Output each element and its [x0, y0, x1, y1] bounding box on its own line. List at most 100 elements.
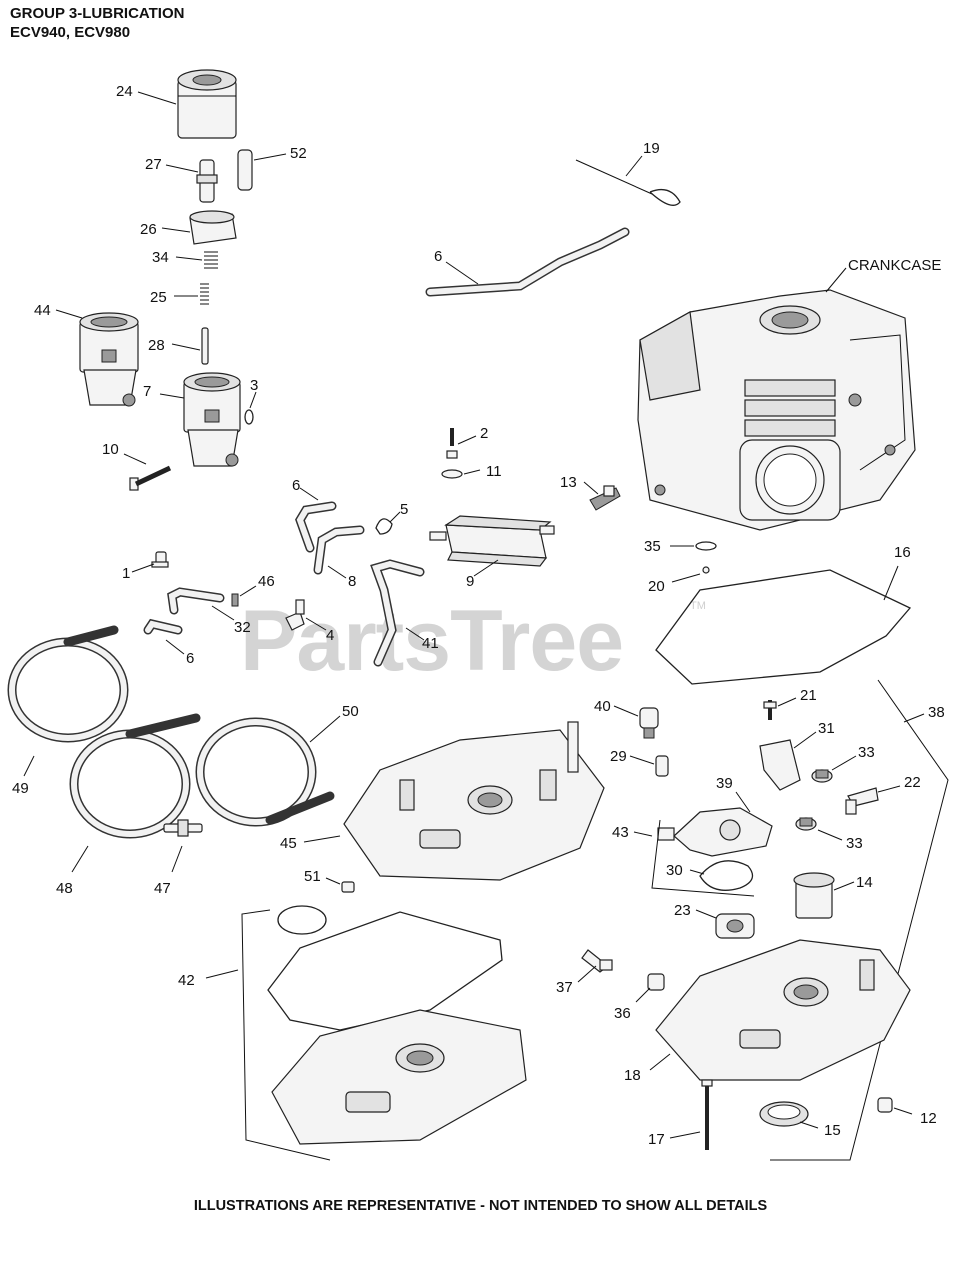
part-switch-29[interactable]: [655, 755, 669, 777]
part-filter-adapter-7[interactable]: [183, 372, 241, 467]
part-hose-elbow-6a[interactable]: [295, 501, 337, 553]
callout-4[interactable]: 4: [326, 627, 334, 644]
callout-47[interactable]: 47: [154, 880, 171, 897]
callout-51[interactable]: 51: [304, 868, 321, 885]
callout-39[interactable]: 39: [716, 775, 733, 792]
part-o-ring-3[interactable]: [244, 409, 254, 425]
callout-6c[interactable]: 6: [186, 650, 194, 667]
callout-34[interactable]: 34: [152, 249, 169, 266]
callout-45[interactable]: 45: [280, 835, 297, 852]
callout-10[interactable]: 10: [102, 441, 119, 458]
callout-5[interactable]: 5: [400, 501, 408, 518]
callout-21[interactable]: 21: [800, 687, 817, 704]
callout-17[interactable]: 17: [648, 1131, 665, 1148]
part-elbow-22[interactable]: [845, 787, 879, 815]
callout-31[interactable]: 31: [818, 720, 835, 737]
part-plug-33a[interactable]: [811, 769, 833, 783]
part-bearing-23[interactable]: [715, 913, 755, 939]
callout-13[interactable]: 13: [560, 474, 577, 491]
part-oil-pressure-sensor-40[interactable]: [639, 707, 659, 739]
callout-44[interactable]: 44: [34, 302, 51, 319]
callout-26[interactable]: 26: [140, 221, 157, 238]
part-spring-25[interactable]: [200, 283, 209, 305]
part-oil-pan-42[interactable]: [271, 1009, 527, 1145]
part-dipstick[interactable]: [575, 159, 681, 206]
callout-43[interactable]: 43: [612, 824, 629, 841]
part-oil-pan-45[interactable]: [343, 721, 605, 881]
part-nut-12[interactable]: [877, 1097, 893, 1113]
part-screw-21[interactable]: [763, 700, 777, 720]
part-hose-coil-49[interactable]: [7, 625, 129, 743]
part-hose-8[interactable]: [313, 525, 365, 575]
part-pin-28[interactable]: [201, 327, 209, 365]
part-filter-adapter-44[interactable]: [79, 312, 139, 407]
part-nut-51[interactable]: [341, 881, 355, 893]
callout-48[interactable]: 48: [56, 880, 73, 897]
callout-24[interactable]: 24: [116, 83, 133, 100]
part-oil-sensor-13[interactable]: [589, 485, 621, 511]
part-filter-nipple[interactable]: [196, 159, 218, 203]
callout-12[interactable]: 12: [920, 1110, 937, 1127]
callout-9[interactable]: 9: [466, 573, 474, 590]
part-ball-20[interactable]: [702, 566, 710, 574]
part-fitting-37[interactable]: [581, 949, 613, 973]
callout-15[interactable]: 15: [824, 1122, 841, 1139]
callout-30[interactable]: 30: [666, 862, 683, 879]
callout-37[interactable]: 37: [556, 979, 573, 996]
part-gasket-16[interactable]: [655, 569, 912, 685]
part-hose-41[interactable]: [370, 559, 425, 667]
part-hose-coil-50[interactable]: [195, 717, 335, 827]
callout-29[interactable]: 29: [610, 748, 627, 765]
part-pickup-screen-14[interactable]: [793, 872, 835, 919]
part-oil-filter[interactable]: [177, 69, 237, 139]
callout-6b[interactable]: 6: [292, 477, 300, 494]
part-adapter-fitting[interactable]: [237, 149, 253, 191]
callout-49[interactable]: 49: [12, 780, 29, 797]
part-bolt-10[interactable]: [129, 465, 172, 491]
callout-46[interactable]: 46: [258, 573, 275, 590]
callout-27[interactable]: 27: [145, 156, 162, 173]
callout-18[interactable]: 18: [624, 1067, 641, 1084]
callout-14[interactable]: 14: [856, 874, 873, 891]
part-crankcase[interactable]: [637, 289, 916, 531]
part-elbow-fitting-4[interactable]: [285, 599, 305, 631]
part-oil-pan-18[interactable]: [655, 939, 911, 1081]
part-dipstick-tube[interactable]: [425, 227, 630, 297]
part-oil-pump-39[interactable]: [657, 807, 773, 857]
callout-32[interactable]: 32: [234, 619, 251, 636]
part-cover-31[interactable]: [759, 739, 801, 791]
callout-16[interactable]: 16: [894, 544, 911, 561]
callout-41[interactable]: 41: [422, 635, 439, 652]
part-relief-valve-cup[interactable]: [189, 210, 237, 245]
part-hose-elbow-6c[interactable]: [143, 618, 183, 635]
callout-52[interactable]: 52: [290, 145, 307, 162]
part-plug-33b[interactable]: [795, 817, 817, 831]
callout-33a[interactable]: 33: [858, 744, 875, 761]
part-fitting-1[interactable]: [151, 551, 169, 568]
callout-42[interactable]: 42: [178, 972, 195, 989]
part-clamp-46[interactable]: [231, 593, 239, 607]
callout-7[interactable]: 7: [143, 383, 151, 400]
part-bolt-17[interactable]: [701, 1079, 713, 1150]
part-hose-coil-48[interactable]: [69, 713, 201, 839]
callout-2[interactable]: 2: [480, 425, 488, 442]
callout-35[interactable]: 35: [644, 538, 661, 555]
part-nut-36[interactable]: [647, 973, 665, 991]
callout-38[interactable]: 38: [928, 704, 945, 721]
callout-8[interactable]: 8: [348, 573, 356, 590]
part-spring-34[interactable]: [204, 251, 218, 269]
callout-6a[interactable]: 6: [434, 248, 442, 265]
callout-33b[interactable]: 33: [846, 835, 863, 852]
callout-20[interactable]: 20: [648, 578, 665, 595]
part-clamp-5[interactable]: [375, 518, 393, 535]
part-oil-cooler[interactable]: [429, 515, 555, 567]
part-oil-seal-15[interactable]: [759, 1101, 809, 1127]
callout-3[interactable]: 3: [250, 377, 258, 394]
callout-36[interactable]: 36: [614, 1005, 631, 1022]
crankcase-label[interactable]: CRANKCASE: [848, 257, 941, 274]
callout-40[interactable]: 40: [594, 698, 611, 715]
callout-28[interactable]: 28: [148, 337, 165, 354]
part-hose-32[interactable]: [167, 587, 225, 615]
part-o-ring-35[interactable]: [695, 541, 717, 551]
callout-19[interactable]: 19: [643, 140, 660, 157]
